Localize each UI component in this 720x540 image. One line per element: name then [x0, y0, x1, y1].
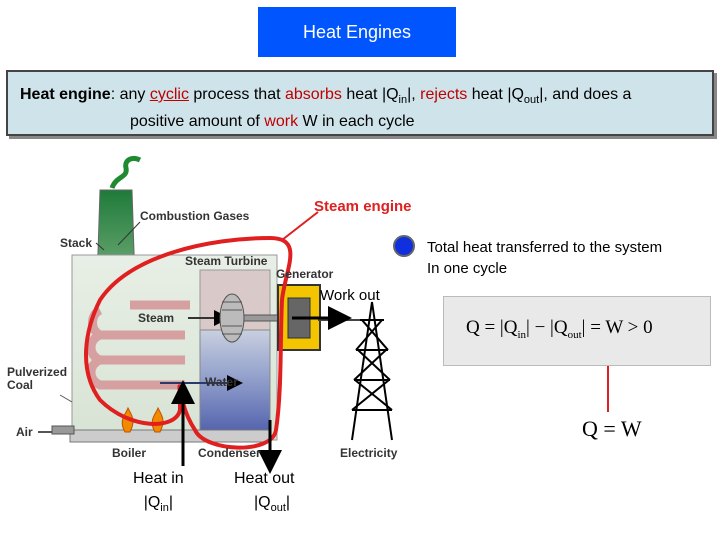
label-total-heat: Total heat transferred to the system In …	[427, 237, 662, 279]
keyword-cyclic: cyclic	[149, 86, 189, 103]
keyword-absorbs: absorbs	[284, 86, 342, 103]
transmission-tower	[351, 301, 393, 441]
definition-text: positive amount of	[130, 113, 265, 131]
label-steam-engine: Steam engine	[314, 198, 412, 215]
smoke	[109, 155, 142, 190]
heat-in-bar: |	[168, 494, 174, 511]
subscript-in: in	[398, 94, 408, 107]
page-title: Heat Engines	[302, 21, 412, 42]
label-pulverized: Pulverized	[7, 365, 68, 379]
q-equals-w: Q = W	[582, 416, 642, 441]
heat-in-text: Heat in	[133, 470, 184, 487]
definition-line-2: positive amount of work W in each cycle	[20, 111, 712, 133]
label-stack: Stack	[60, 236, 93, 250]
label-heat-out: Heat out |Qout|	[234, 467, 294, 520]
label-steam: Steam	[138, 311, 175, 325]
system-marker	[393, 235, 415, 257]
energy-balance-equation: Q = |Qin| − |Qout| = W > 0	[466, 317, 653, 341]
label-boiler: Boiler	[112, 446, 147, 460]
definition-text: heat |Q	[341, 86, 399, 103]
definition-text: process that	[188, 86, 285, 103]
definition-box: Heat engine: any cyclic process that abs…	[6, 70, 714, 136]
label-steam-turbine: Steam Turbine	[185, 254, 268, 268]
title-box: Heat Engines	[258, 7, 456, 57]
subscript-out: out	[523, 94, 540, 107]
heat-out-sub: out	[270, 502, 286, 515]
boiler-base	[69, 429, 271, 443]
formula-out-sub: out	[567, 328, 582, 341]
definition-term: Heat engine	[20, 86, 111, 103]
formula-part: Q = |Q	[466, 317, 518, 338]
formula-part: | = W > 0	[581, 317, 653, 338]
definition-text: heat |Q	[467, 86, 524, 103]
formula-part: | − |Q	[526, 317, 568, 338]
heat-in-q: |Q	[143, 494, 161, 511]
label-work-out: Work out	[320, 287, 380, 304]
turbine	[219, 293, 245, 343]
definition-text: |, and does a	[539, 86, 632, 103]
definition-text: : any	[110, 86, 150, 103]
total-heat-line-2: In one cycle	[427, 260, 508, 277]
label-generator: Generator	[276, 267, 334, 281]
heat-out-bar: |	[285, 494, 291, 511]
label-heat-in: Heat in |Qin|	[133, 467, 184, 520]
label-condenser: Condenser	[198, 446, 261, 460]
keyword-rejects: rejects	[420, 86, 468, 103]
heat-out-q: |Q	[254, 494, 271, 511]
steam-coil	[86, 300, 190, 390]
formula-in-sub: in	[517, 328, 527, 341]
heat-out-text: Heat out	[234, 470, 295, 487]
heat-in-sub: in	[160, 502, 169, 515]
keyword-work: work	[264, 113, 299, 131]
definition-text: W in each cycle	[298, 113, 415, 131]
air-inlet	[51, 425, 75, 435]
label-pulverized-coal: Pulverized Coal	[7, 366, 67, 392]
generator	[277, 284, 321, 351]
formula-box: Q = |Qin| − |Qout| = W > 0	[443, 296, 711, 366]
label-water: Water	[205, 375, 238, 389]
total-heat-line-1: Total heat transferred to the system	[427, 239, 663, 256]
label-air: Air	[16, 425, 33, 439]
label-electricity: Electricity	[340, 446, 398, 460]
label-combustion-gases: Combustion Gases	[140, 209, 250, 223]
definition-text: |,	[407, 86, 421, 103]
label-coal: Coal	[7, 378, 34, 392]
definition-line-1: Heat engine: any cyclic process that abs…	[20, 84, 712, 111]
